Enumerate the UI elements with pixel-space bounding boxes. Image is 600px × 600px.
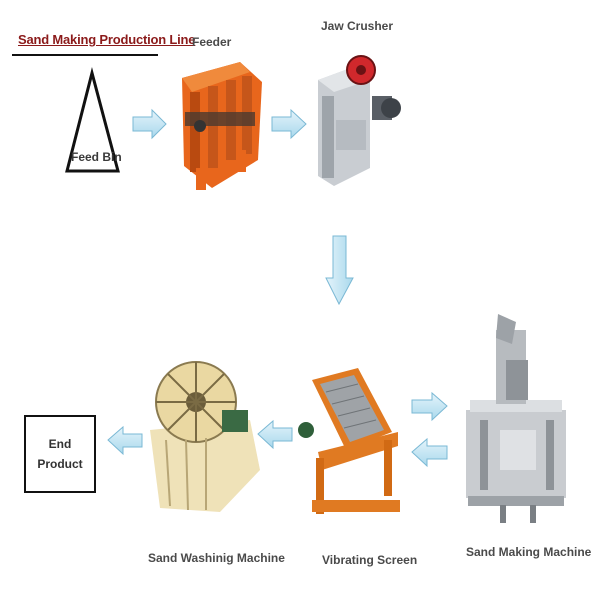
arrow-feeder-to-crusher	[271, 108, 307, 140]
sand-washing-machine-illustration	[150, 361, 260, 512]
label-feeder: Feeder	[192, 35, 232, 49]
end-product-line2: Product	[37, 457, 83, 471]
diagram-title: Sand Making Production Line	[18, 32, 196, 47]
end-product-line1: End	[48, 437, 72, 451]
title-underline	[12, 54, 158, 56]
arrow-feedbin-to-feeder	[132, 108, 167, 140]
label-vibrating-screen: Vibrating Screen	[322, 553, 418, 567]
jaw-crusher-illustration	[318, 55, 401, 186]
label-sand-making-machine: Sand Making Machine	[466, 545, 592, 559]
arrow-sandmaker-to-screen	[411, 437, 448, 468]
arrow-screen-to-sandmaker	[411, 391, 448, 422]
end-product-box: End Product	[24, 415, 96, 493]
feeder-machine-illustration	[182, 62, 262, 190]
label-sand-washing-machine: Sand Washinig Machine	[148, 551, 285, 565]
label-jaw-crusher: Jaw Crusher	[321, 19, 394, 33]
sand-making-machine-illustration	[466, 314, 566, 523]
arrow-screen-to-washer	[257, 419, 293, 450]
arrow-washer-to-end	[107, 425, 143, 456]
label-feed-bin: Feed Bin	[71, 150, 122, 164]
arrow-crusher-to-sandmaker	[325, 235, 354, 306]
vibrating-screen-illustration	[298, 368, 400, 514]
feed-bin-triangle	[65, 67, 120, 173]
